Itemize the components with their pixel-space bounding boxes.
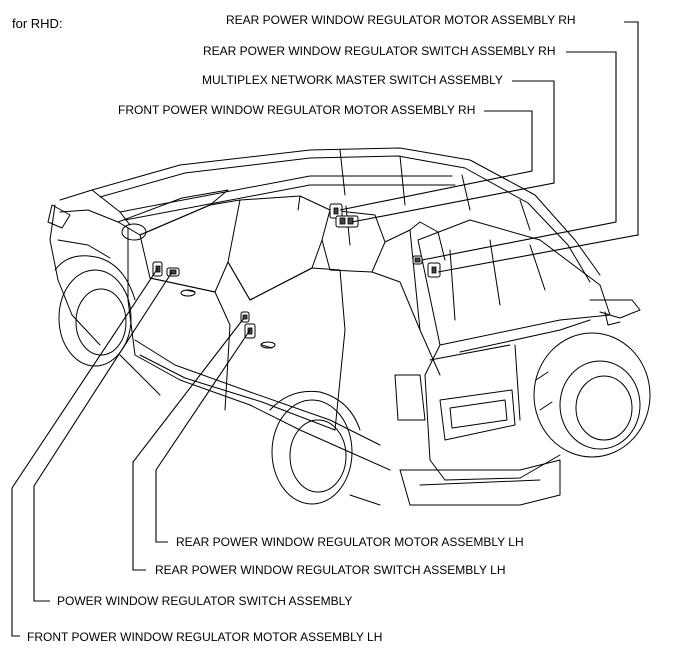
leader-pw-switch [33,271,173,602]
leader-rear-motor-rh [437,21,639,273]
rear-motor-rh-symbol [427,262,441,278]
leader-rear-motor-lh [155,329,251,543]
label-master-switch: MULTIPLEX NETWORK MASTER SWITCH ASSEMBLY [202,73,503,87]
leader-master-switch [351,80,555,223]
label-rear-motor-rh: REAR POWER WINDOW REGULATOR MOTOR ASSEMB… [226,13,576,27]
leader-lines [11,21,639,637]
label-front-motor-lh: FRONT POWER WINDOW REGULATOR MOTOR ASSEM… [27,630,383,644]
parts-markers [152,203,441,339]
leader-front-motor-lh [11,267,159,637]
label-rear-switch-lh: REAR POWER WINDOW REGULATOR SWITCH ASSEM… [155,563,506,577]
rear-switch-rh-symbol [412,255,423,265]
variant-label: for RHD: [12,16,63,31]
leader-rear-switch-rh [421,51,617,261]
master-switch-symbol [335,215,359,228]
label-rear-motor-lh: REAR POWER WINDOW REGULATOR MOTOR ASSEMB… [176,535,524,549]
pw-switch-symbol [166,267,180,277]
label-front-motor-rh: FRONT POWER WINDOW REGULATOR MOTOR ASSEM… [118,103,476,117]
leader-rear-switch-lh [132,317,245,571]
leader-front-motor-rh [339,110,533,211]
vehicle-outline [47,147,651,506]
label-pw-switch: POWER WINDOW REGULATOR SWITCH ASSEMBLY [57,594,353,608]
label-rear-switch-rh: REAR POWER WINDOW REGULATOR SWITCH ASSEM… [203,44,556,58]
